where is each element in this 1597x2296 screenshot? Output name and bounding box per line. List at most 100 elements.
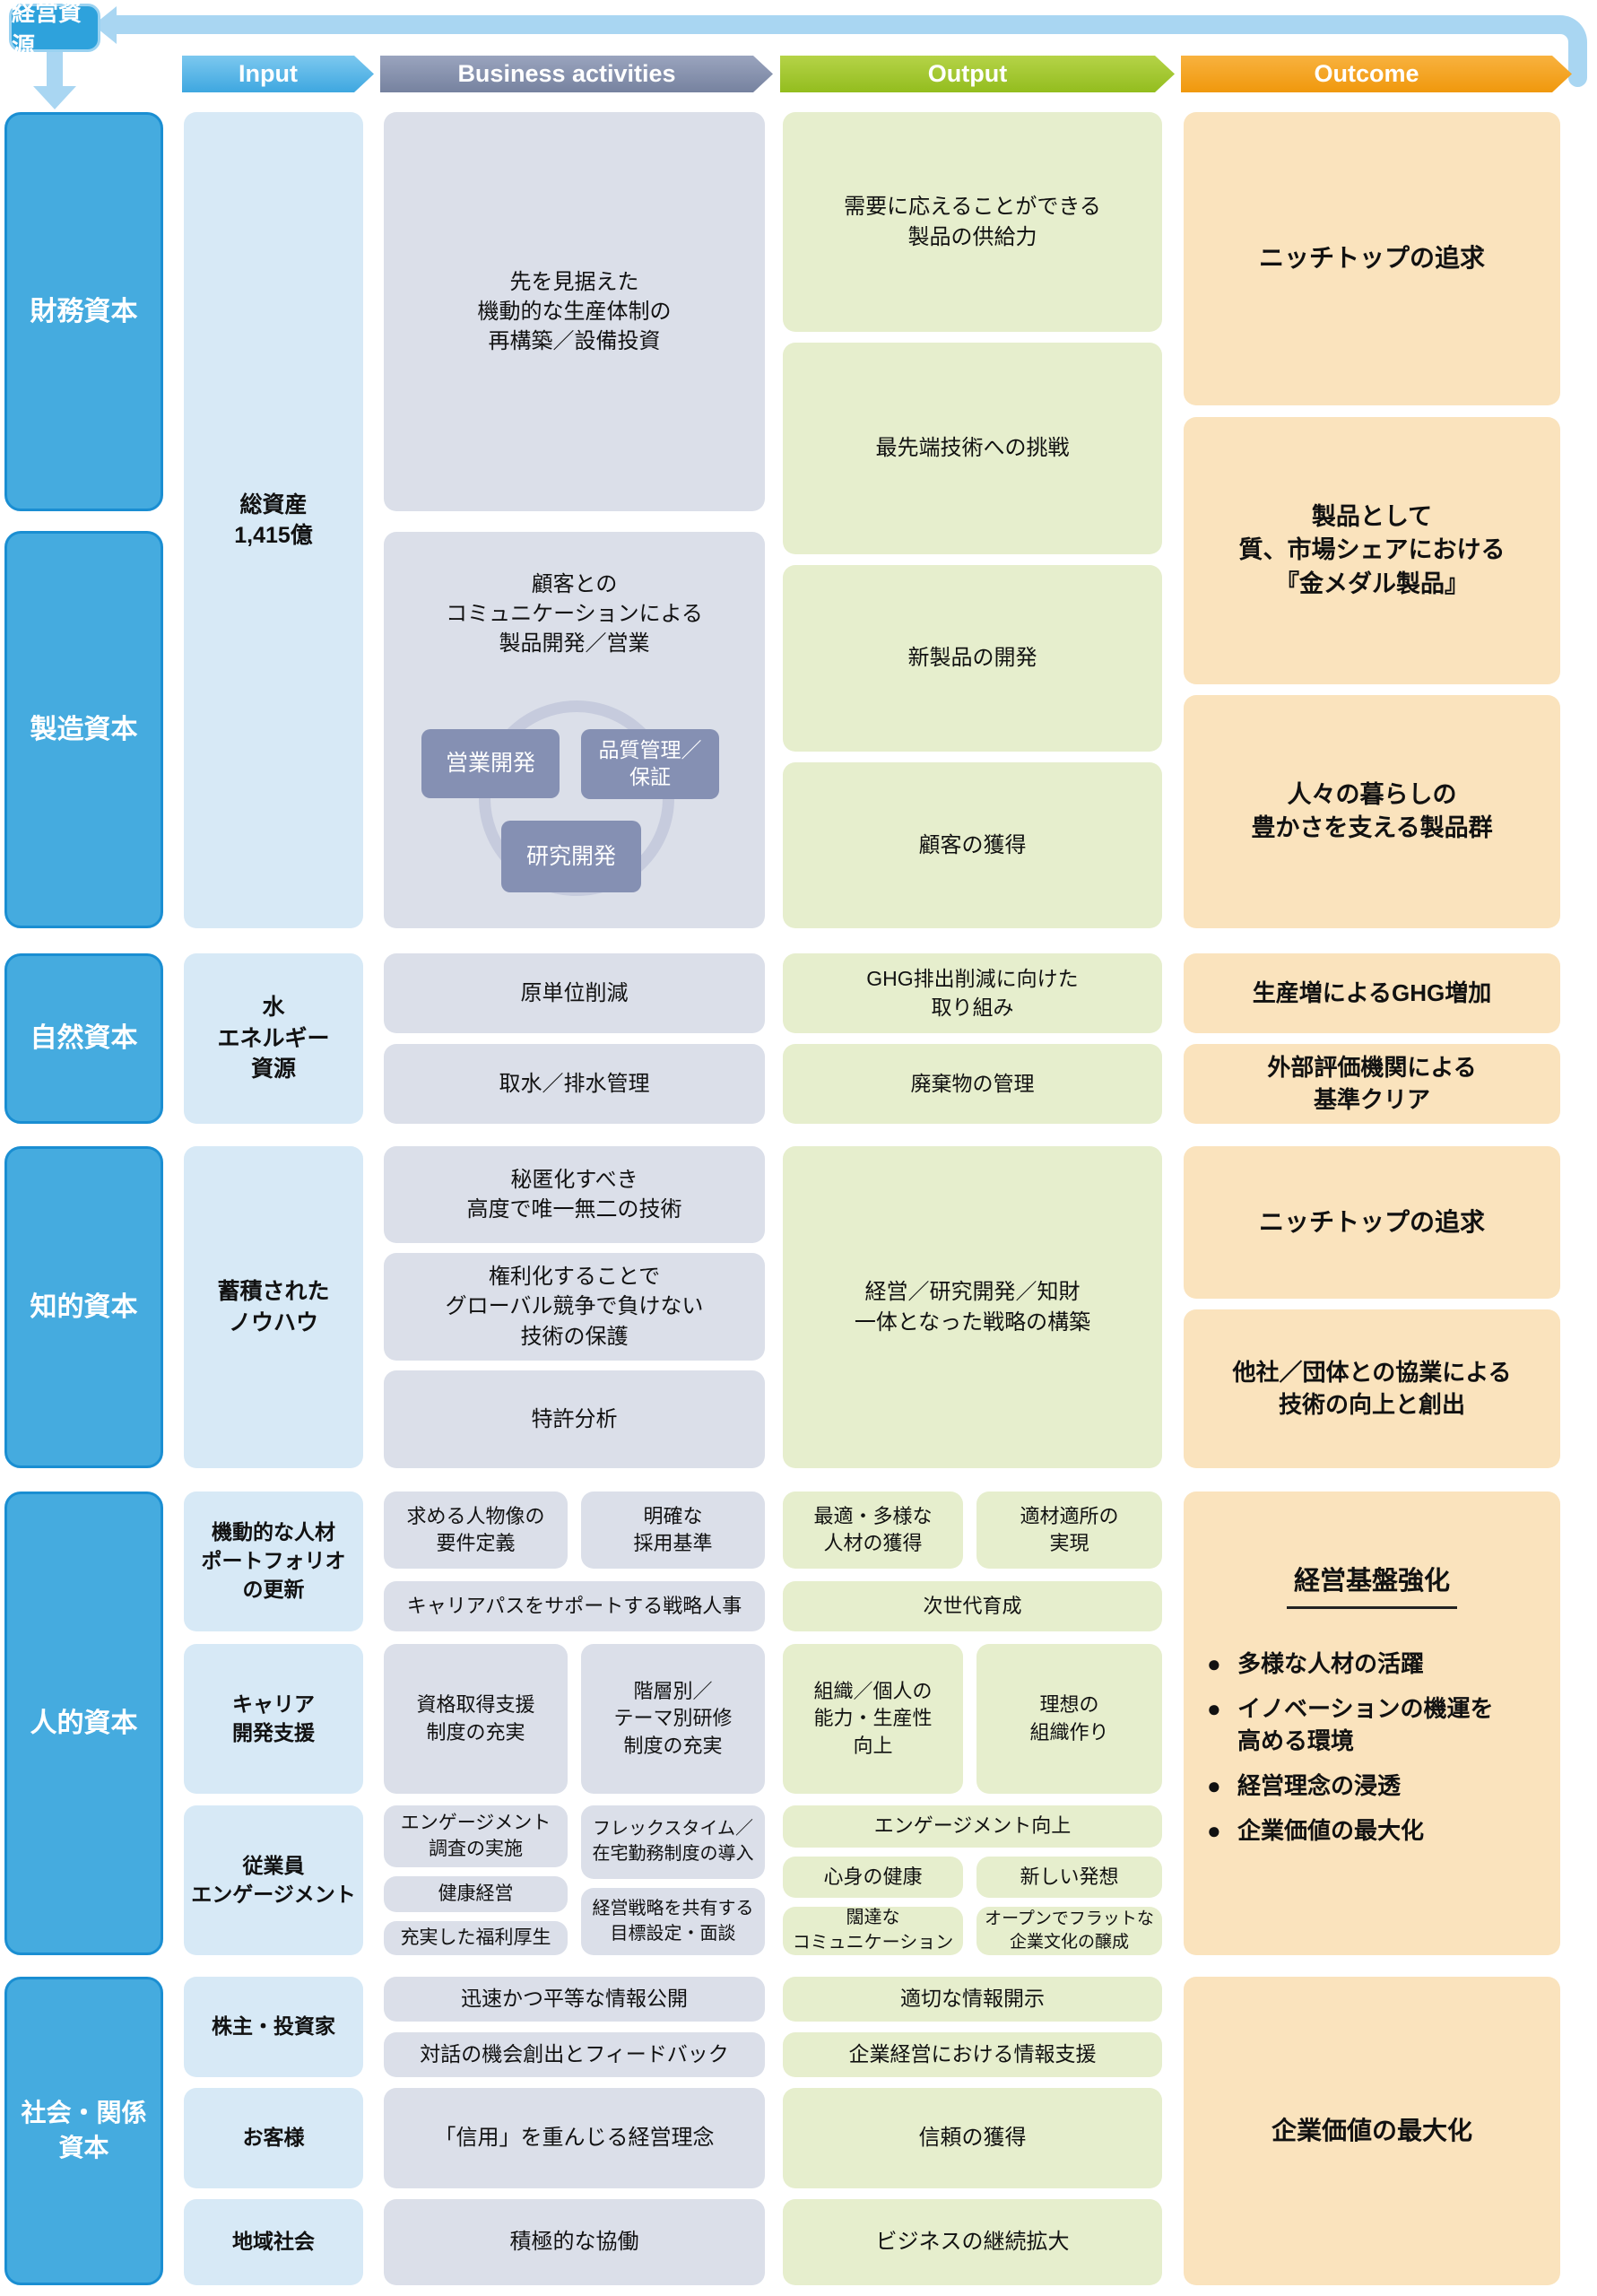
ba-node-rd: 研究開発 [501, 821, 641, 892]
output-business-expansion-label: ビジネスの継続拡大 [875, 2230, 1070, 2255]
outcome-niche-top-2: ニッチトップの追求 [1184, 1146, 1560, 1299]
capital-manufacturing-label: 製造資本 [30, 714, 138, 744]
ba-unit-reduction-label: 原単位削減 [520, 980, 629, 1005]
ba-goal-setting: 経営戦略を共有する 目標設定・面談 [581, 1888, 765, 1955]
outcome-bullet-item: ● イノベーションの機運を 高める環境 [1207, 1693, 1493, 1758]
input-knowhow-label: 蓄積された ノウハウ [217, 1279, 330, 1335]
output-waste-management-label: 廃棄物の管理 [910, 1071, 1035, 1095]
capital-natural: 自然資本 [4, 953, 163, 1124]
outcome-niche-top-2-label: ニッチトップの追求 [1258, 1207, 1485, 1236]
ba-node-sales-dev-label: 営業開発 [445, 751, 535, 777]
ba-career-path-hr-label: キャリアパスをサポートする戦略人事 [406, 1594, 742, 1617]
output-right-person-label: 適材適所の 実現 [1020, 1504, 1119, 1554]
capital-social: 社会・関係 資本 [4, 1977, 163, 2285]
bullet-icon: ● [1207, 1694, 1221, 1722]
outcome-ghg-increase: 生産増によるGHG増加 [1184, 953, 1560, 1033]
ba-secret-technology-label: 秘匿化すべき 高度で唯一無二の技術 [466, 1167, 682, 1222]
input-total-assets: 総資産 1,415億 [184, 112, 363, 928]
outcome-bullet-item: ●経営理念の浸透 [1207, 1770, 1493, 1803]
capital-intellectual: 知的資本 [4, 1146, 163, 1468]
ba-water-management-label: 取水／排水管理 [499, 1071, 650, 1096]
output-waste-management: 廃棄物の管理 [783, 1044, 1162, 1124]
ba-active-collaboration-label: 積極的な協働 [509, 2230, 639, 2255]
output-talent-acquisition-label: 最適・多様な 人材の獲得 [813, 1504, 933, 1554]
header-business-label: Business activities [457, 60, 676, 87]
output-engagement-up: エンゲージメント向上 [783, 1805, 1162, 1848]
management-resource-badge: 経営資源 [9, 0, 100, 59]
input-customers-label: お客様 [242, 2126, 305, 2150]
feedback-loop-arrow [115, 15, 1587, 74]
ba-qualification-support-label: 資格取得支援 制度の充実 [416, 1693, 535, 1744]
outcome-corporate-value: 企業価値の最大化 [1184, 1977, 1560, 2285]
resource-down-arrowhead-icon [33, 86, 76, 109]
outcome-ghg-increase-label: 生産増によるGHG増加 [1252, 978, 1492, 1006]
capital-natural-label: 自然資本 [30, 1023, 138, 1054]
header-output: Output [780, 56, 1175, 92]
ba-health-management-label: 健康経営 [438, 1883, 514, 1904]
output-ideal-organization: 理想の 組織作り [976, 1644, 1162, 1794]
output-ghg-reduction: GHG排出削減に向けた 取り組み [783, 953, 1162, 1033]
capital-financial: 財務資本 [4, 112, 163, 511]
output-productivity: 組織／個人の 能力・生産性 向上 [783, 1644, 963, 1794]
output-engagement-up-label: エンゲージメント向上 [873, 1814, 1072, 1838]
capital-financial-label: 財務資本 [30, 296, 138, 326]
outcome-gold-medal: 製品として 質、市場シェアにおける 『金メダル製品』 [1184, 417, 1560, 684]
outcome-collab-tech-label: 他社／団体との協業による 技術の向上と創出 [1232, 1358, 1512, 1418]
ba-persona-definition-label: 求める人物像の 要件定義 [406, 1504, 545, 1554]
ba-rights-protection: 権利化することで グローバル競争で負けない 技術の保護 [384, 1253, 765, 1361]
ba-welfare: 充実した福利厚生 [384, 1921, 568, 1955]
outcome-bullet-1-label: イノベーションの機運を 高める環境 [1237, 1694, 1494, 1754]
ba-production-restructure-label: 先を見据えた 機動的な生産体制の 再構築／設備投資 [477, 269, 672, 354]
ba-goal-setting-label: 経営戦略を共有する 目標設定・面談 [592, 1898, 754, 1944]
output-new-products-label: 新製品の開発 [907, 646, 1037, 671]
input-hr-portfolio: 機動的な人材 ポートフォリオ の更新 [184, 1492, 363, 1631]
input-water-energy-label: 水 エネルギー 資源 [217, 995, 330, 1083]
ba-career-path-hr: キャリアパスをサポートする戦略人事 [384, 1581, 765, 1631]
outcome-management-base: 経営基盤強化 ●多様な人材の活躍 ●イノベーションの機運を 高める環境 ●経営理… [1184, 1492, 1560, 1955]
ba-persona-definition: 求める人物像の 要件定義 [384, 1492, 568, 1569]
output-customer-acquisition-label: 顧客の獲得 [918, 832, 1027, 857]
ba-health-management: 健康経営 [384, 1876, 568, 1912]
ba-water-management: 取水／排水管理 [384, 1044, 765, 1124]
ba-qualification-support: 資格取得支援 制度の充実 [384, 1644, 568, 1794]
ba-secret-technology: 秘匿化すべき 高度で唯一無二の技術 [384, 1146, 765, 1243]
output-productivity-label: 組織／個人の 能力・生産性 向上 [813, 1679, 933, 1757]
ba-engagement-survey: エンゲージメント 調査の実施 [384, 1805, 568, 1867]
input-career-support: キャリア 開発支援 [184, 1644, 363, 1794]
outcome-external-eval-label: 外部評価機関による 基準クリア [1267, 1053, 1477, 1113]
input-shareholders: 株主・投資家 [184, 1977, 363, 2077]
output-next-generation-label: 次世代育成 [923, 1594, 1022, 1617]
output-trust-label: 信頼の獲得 [918, 2126, 1027, 2151]
outcome-bullet-item: ●企業価値の最大化 [1207, 1815, 1493, 1848]
input-water-energy: 水 エネルギー 資源 [184, 953, 363, 1124]
output-open-culture: オープンでフラットな 企業文化の醸成 [976, 1907, 1162, 1955]
output-business-expansion: ビジネスの継続拡大 [783, 2199, 1162, 2285]
bullet-icon: ● [1207, 1771, 1221, 1799]
outcome-collab-tech: 他社／団体との協業による 技術の向上と創出 [1184, 1309, 1560, 1468]
output-new-ideas-label: 新しい発想 [1020, 1865, 1119, 1888]
output-open-culture-label: オープンでフラットな 企業文化の醸成 [985, 1909, 1154, 1952]
input-community-label: 地域社会 [232, 2230, 315, 2254]
input-community: 地域社会 [184, 2199, 363, 2285]
output-ip-strategy-label: 経営／研究開発／知財 一体となった戦略の構築 [854, 1280, 1091, 1335]
header-outcome: Outcome [1181, 56, 1572, 92]
header-business-activities: Business activities [380, 56, 773, 92]
header-input: Input [182, 56, 374, 92]
ba-active-collaboration: 積極的な協働 [384, 2199, 765, 2285]
ba-node-rd-label: 研究開発 [525, 843, 616, 869]
input-total-assets-label: 総資産 1,415億 [234, 491, 313, 549]
output-ideal-organization-label: 理想の 組織作り [1029, 1693, 1109, 1744]
output-new-ideas: 新しい発想 [976, 1857, 1162, 1898]
output-open-communication-label: 闊達な コミュニケーション [792, 1908, 954, 1952]
output-new-products: 新製品の開発 [783, 565, 1162, 752]
ba-flextime: フレックスタイム／ 在宅勤務制度の導入 [581, 1805, 765, 1879]
outcome-external-eval: 外部評価機関による 基準クリア [1184, 1044, 1560, 1124]
input-shareholders-label: 株主・投資家 [212, 2014, 335, 2039]
outcome-gold-medal-label: 製品として 質、市場シェアにおける 『金メダル製品』 [1238, 503, 1506, 597]
output-info-support: 企業経営における情報支援 [783, 2032, 1162, 2077]
input-hr-portfolio-label: 機動的な人材 ポートフォリオ の更新 [201, 1520, 346, 1601]
output-ghg-reduction-label: GHG排出削減に向けた 取り組み [866, 966, 1079, 1019]
output-proper-disclosure-label: 適切な情報開示 [900, 1987, 1045, 2011]
ba-unit-reduction: 原単位削減 [384, 953, 765, 1033]
